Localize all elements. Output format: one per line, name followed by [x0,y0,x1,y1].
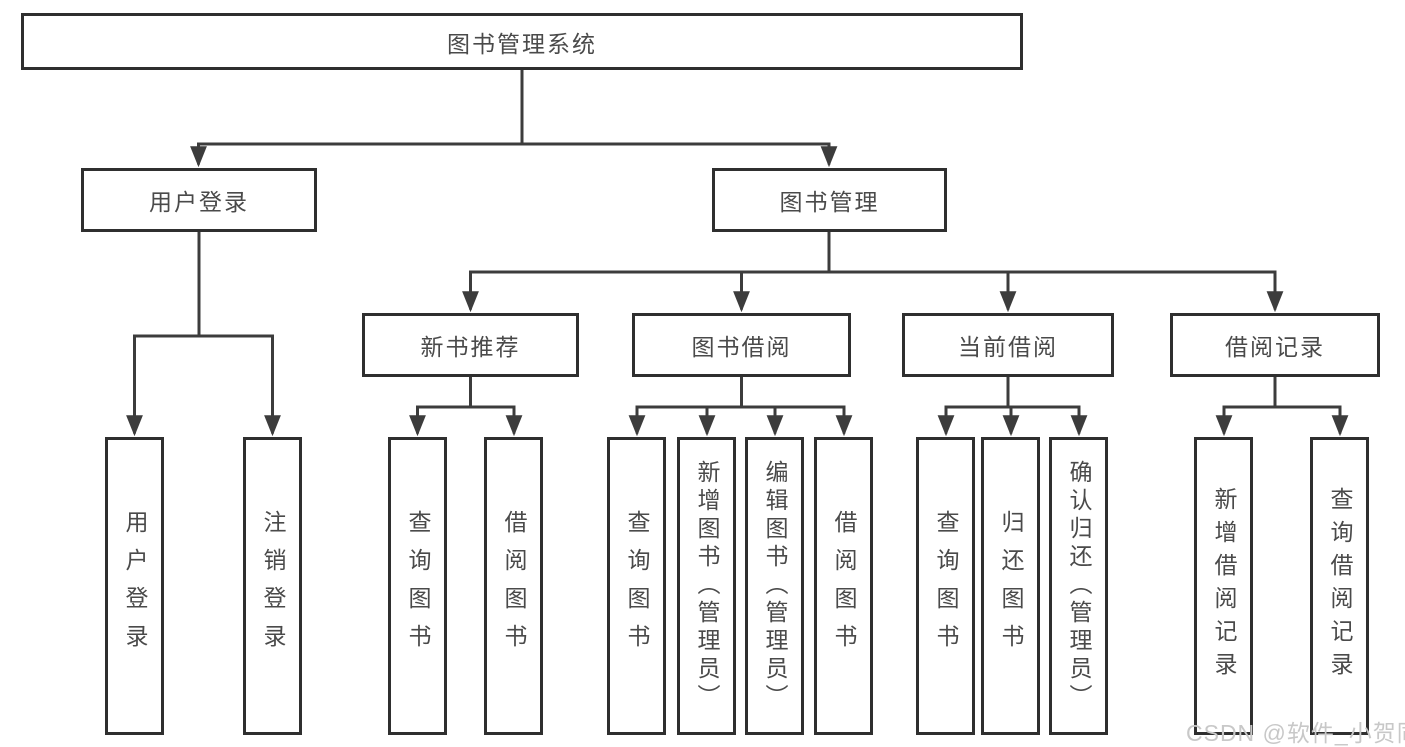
node-label: 查询图书 [624,510,650,662]
node-label: 用户登录 [149,189,249,215]
node-leaf-borrow-books-recommend: 借阅图书 [484,437,543,735]
node-leaf-edit-books-admin: 编辑图书（管理员） [745,437,804,735]
node-label: 图书借阅 [691,334,792,360]
node-label: 归还图书 [998,510,1024,662]
node-leaf-query-borrow-record: 查询借阅记录 [1310,437,1369,735]
node-leaf-query-books-recommend: 查询图书 [388,437,447,735]
csdn-watermark: CSDN @软件_小贺同学 [1186,720,1405,746]
node-leaf-logout: 注销登录 [243,437,302,735]
node-leaf-confirm-return-admin: 确认归还（管理员） [1049,437,1108,735]
node-new-book-recommendation: 新书推荐 [362,313,579,377]
node-label: 借阅图书 [501,510,527,662]
node-label: 用户登录 [122,510,148,662]
node-borrowing-records: 借阅记录 [1170,313,1380,377]
node-label: 注销登录 [260,510,286,662]
node-library-management-system: 图书管理系统 [21,13,1023,70]
node-label: 当前借阅 [958,334,1058,360]
node-leaf-borrow-books: 借阅图书 [814,437,873,735]
node-leaf-user-login: 用户登录 [105,437,164,735]
node-label: 确认归还（管理员） [1066,460,1092,712]
node-leaf-add-books-admin: 新增图书（管理员） [677,437,736,735]
node-label: 借阅图书 [831,510,857,662]
node-book-management-module: 图书管理 [712,168,947,232]
node-label: 图书管理 [779,189,880,215]
node-leaf-add-borrow-record: 新增借阅记录 [1194,437,1253,735]
node-user-login-module: 用户登录 [81,168,317,232]
node-label: 查询借阅记录 [1327,487,1353,685]
node-label: 编辑图书（管理员） [762,460,788,712]
node-label: 借阅记录 [1225,334,1325,360]
node-label: 新书推荐 [420,334,521,360]
node-leaf-query-books-borrowing: 查询图书 [607,437,666,735]
node-label: 新增图书（管理员） [694,460,720,712]
node-current-borrowing: 当前借阅 [902,313,1114,377]
node-label: 新增借阅记录 [1211,487,1237,685]
node-book-borrowing: 图书借阅 [632,313,851,377]
node-label: 查询图书 [405,510,431,662]
node-label: 查询图书 [933,510,959,662]
node-leaf-query-books-current: 查询图书 [916,437,975,735]
node-label: 图书管理系统 [447,30,597,57]
node-leaf-return-books: 归还图书 [981,437,1040,735]
